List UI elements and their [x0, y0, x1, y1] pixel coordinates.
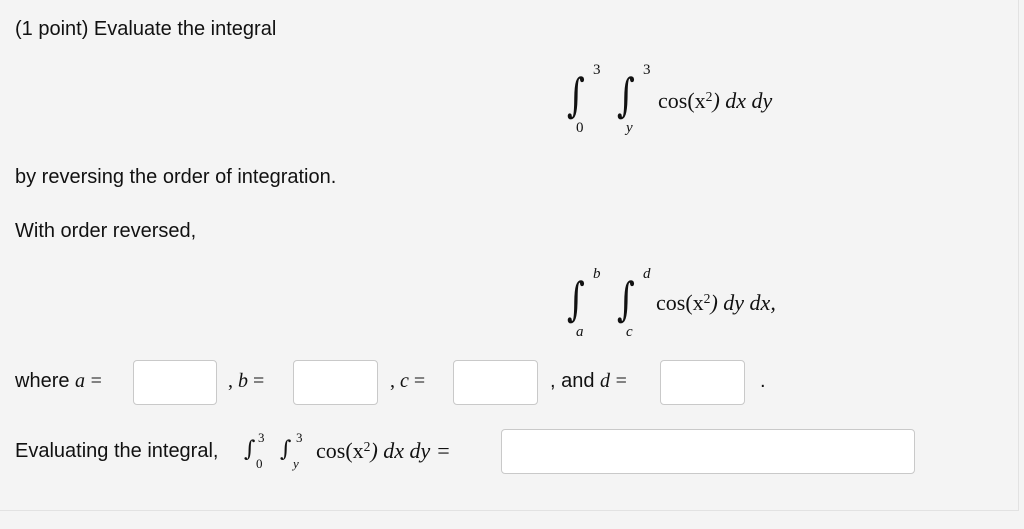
inline-integral-sign-inner: ∫	[280, 437, 292, 462]
integral-value-input[interactable]	[501, 429, 915, 474]
d-input[interactable]	[660, 360, 745, 405]
integral-sign-outer: ∫	[566, 68, 585, 122]
reversed-label: With order reversed,	[15, 220, 197, 242]
inline-outer-lower: 0	[256, 456, 263, 471]
integrand-reversed: cos(x2) dy dx,	[656, 290, 776, 315]
instruction-text: by reversing the order of integration.	[15, 166, 337, 188]
evaluate-label: Evaluating the integral,	[15, 440, 219, 462]
where-label: where a =	[15, 370, 102, 392]
inner-upper-limit: 3	[643, 62, 651, 78]
c-label: , c =	[390, 370, 426, 392]
outer-lower-limit-a: a	[576, 324, 584, 340]
inline-integral-sign-outer: ∫	[244, 437, 256, 462]
outer-upper-limit-b: b	[593, 266, 601, 282]
outer-upper-limit: 3	[593, 62, 601, 78]
inline-inner-lower: y	[293, 456, 299, 471]
question-panel: (1 point) Evaluate the integral ∫ 3 0 ∫ …	[0, 0, 1019, 511]
b-label: , b =	[228, 370, 265, 392]
inner-lower-limit-c: c	[626, 324, 633, 340]
integral-sign-inner-reversed: ∫	[616, 272, 635, 326]
integral-sign-inner: ∫	[616, 68, 635, 122]
question-header: (1 point) Evaluate the integral	[15, 18, 277, 40]
integrand: cos(x2) dx dy	[658, 88, 773, 113]
inline-integrand: cos(x2) dx dy =	[316, 438, 451, 463]
inline-inner-upper: 3	[296, 430, 303, 445]
inline-outer-upper: 3	[258, 430, 265, 445]
inner-lower-limit: y	[626, 120, 633, 136]
integral-sign-outer-reversed: ∫	[566, 272, 585, 326]
inner-upper-limit-d: d	[643, 266, 651, 282]
outer-lower-limit: 0	[576, 120, 584, 136]
a-input[interactable]	[133, 360, 217, 405]
period: .	[760, 370, 766, 392]
b-input[interactable]	[293, 360, 378, 405]
c-input[interactable]	[453, 360, 538, 405]
d-label: , and d =	[550, 370, 627, 392]
